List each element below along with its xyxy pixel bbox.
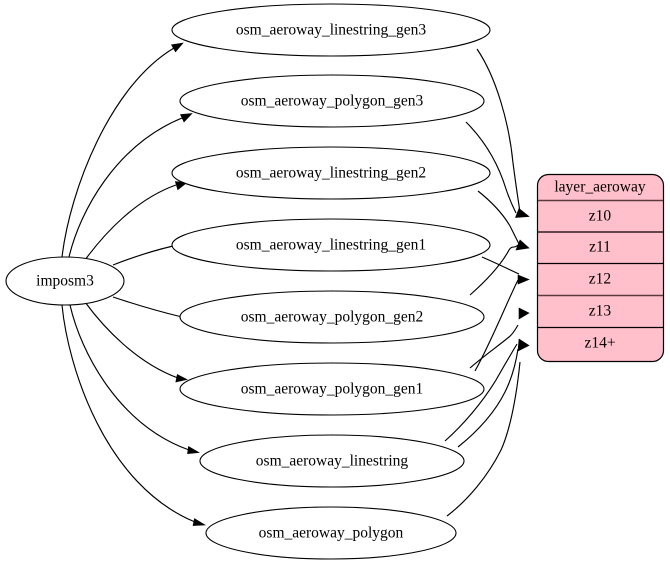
edge-linestring-to-z13 <box>444 343 518 442</box>
node-imposm3[interactable]: imposm3 <box>5 256 125 306</box>
node-osm-aeroway-polygon-gen1[interactable]: osm_aeroway_polygon_gen1 <box>179 362 485 416</box>
edge-imposm3-to-polygon-gen2 <box>112 296 183 318</box>
edge-polygon-to-z14 <box>446 361 521 517</box>
imposm3-ellipse[interactable] <box>5 256 125 306</box>
osm-aeroway-linestring-gen2-label: osm_aeroway_linestring_gen2 <box>236 165 426 182</box>
imposm3-label: imposm3 <box>36 273 94 290</box>
arrowhead-z13 <box>518 307 530 320</box>
edge-imposm3-to-linestring-gen2 <box>84 184 177 261</box>
osm-aeroway-linestring-ellipse[interactable] <box>199 434 465 488</box>
edge-imposm3-to-linestring <box>69 304 190 451</box>
edge-imposm3-to-linestring-gen3 <box>61 47 175 258</box>
edge-linestring-to-z14 <box>457 348 519 448</box>
layer-aeroway-body[interactable] <box>536 173 665 363</box>
osm-aeroway-polygon-gen2-label: osm_aeroway_polygon_gen2 <box>241 309 424 326</box>
osm-aeroway-linestring-gen1-label: osm_aeroway_linestring_gen1 <box>236 237 426 254</box>
edge-polygon-gen1-to-z12 <box>474 279 519 372</box>
node-osm-aeroway-polygon[interactable]: osm_aeroway_polygon <box>205 506 457 560</box>
edge-linestring-gen1-to-z12 <box>481 256 520 275</box>
edge-linestring-gen3-to-z10 <box>476 48 521 213</box>
node-layer-aeroway-table[interactable]: layer_aeroway z10 z11 z12 z13 z14+ <box>536 173 665 363</box>
edge-polygon-gen2-to-z11 <box>469 244 519 296</box>
osm-aeroway-polygon-gen3-label: osm_aeroway_polygon_gen3 <box>241 93 424 110</box>
layer-aeroway-row-z13[interactable]: z13 <box>589 303 612 320</box>
edge-imposm3-to-linestring-gen1 <box>112 243 183 266</box>
osm-aeroway-polygon-gen3-ellipse[interactable] <box>179 74 485 128</box>
arrowhead-z12 <box>517 274 530 285</box>
node-osm-aeroway-polygon-gen2[interactable]: osm_aeroway_polygon_gen2 <box>179 290 485 344</box>
osm-aeroway-polygon-gen1-ellipse[interactable] <box>179 362 485 416</box>
osm-aeroway-linestring-gen1-ellipse[interactable] <box>171 218 491 272</box>
layer-aeroway-row-z14[interactable]: z14+ <box>584 335 615 352</box>
arrowhead-z14 <box>517 338 530 352</box>
arrowhead-linestring-gen3 <box>171 42 184 53</box>
layer-aeroway-row-z12[interactable]: z12 <box>589 271 611 288</box>
edge-imposm3-to-polygon-gen1 <box>84 301 179 379</box>
arrowhead-z10 <box>515 208 530 218</box>
layer-aeroway-row-z11[interactable]: z11 <box>589 239 611 256</box>
osm-aeroway-polygon-ellipse[interactable] <box>205 506 457 560</box>
arrowhead-polygon-gen3 <box>180 113 193 123</box>
arrowhead-z11 <box>515 239 530 251</box>
node-osm-aeroway-linestring-gen3[interactable]: osm_aeroway_linestring_gen3 <box>171 3 491 57</box>
osm-aeroway-linestring-gen3-label: osm_aeroway_linestring_gen3 <box>236 22 427 39</box>
osm-aeroway-polygon-label: osm_aeroway_polygon <box>259 525 404 542</box>
edge-polygon-gen3-to-z10 <box>465 121 517 214</box>
arrowhead-linestring <box>187 446 200 455</box>
edge-linestring-gen2-to-z11 <box>477 190 520 245</box>
osm-aeroway-linestring-label: osm_aeroway_linestring <box>256 453 409 470</box>
edge-polygon-gen1-to-z13 <box>469 324 519 369</box>
osm-aeroway-polygon-gen1-label: osm_aeroway_polygon_gen1 <box>241 381 424 398</box>
osm-aeroway-linestring-gen2-ellipse[interactable] <box>171 146 491 200</box>
edges-tables-to-layer <box>444 48 530 517</box>
edge-imposm3-to-polygon <box>61 304 196 523</box>
edge-imposm3-to-polygon-gen3 <box>68 117 183 258</box>
node-osm-aeroway-polygon-gen3[interactable]: osm_aeroway_polygon_gen3 <box>179 74 485 128</box>
layer-aeroway-row-z10[interactable]: z10 <box>589 208 612 225</box>
arrowhead-polygon <box>192 518 206 526</box>
layer-aeroway-title: layer_aeroway <box>554 179 645 196</box>
node-osm-aeroway-linestring[interactable]: osm_aeroway_linestring <box>199 434 465 488</box>
node-osm-aeroway-linestring-gen1[interactable]: osm_aeroway_linestring_gen1 <box>171 218 491 272</box>
arrowhead-polygon-gen1 <box>175 374 188 383</box>
node-osm-aeroway-linestring-gen2[interactable]: osm_aeroway_linestring_gen2 <box>171 146 491 200</box>
osm-aeroway-polygon-gen2-ellipse[interactable] <box>179 290 485 344</box>
osm-aeroway-linestring-gen3-ellipse[interactable] <box>171 3 491 57</box>
